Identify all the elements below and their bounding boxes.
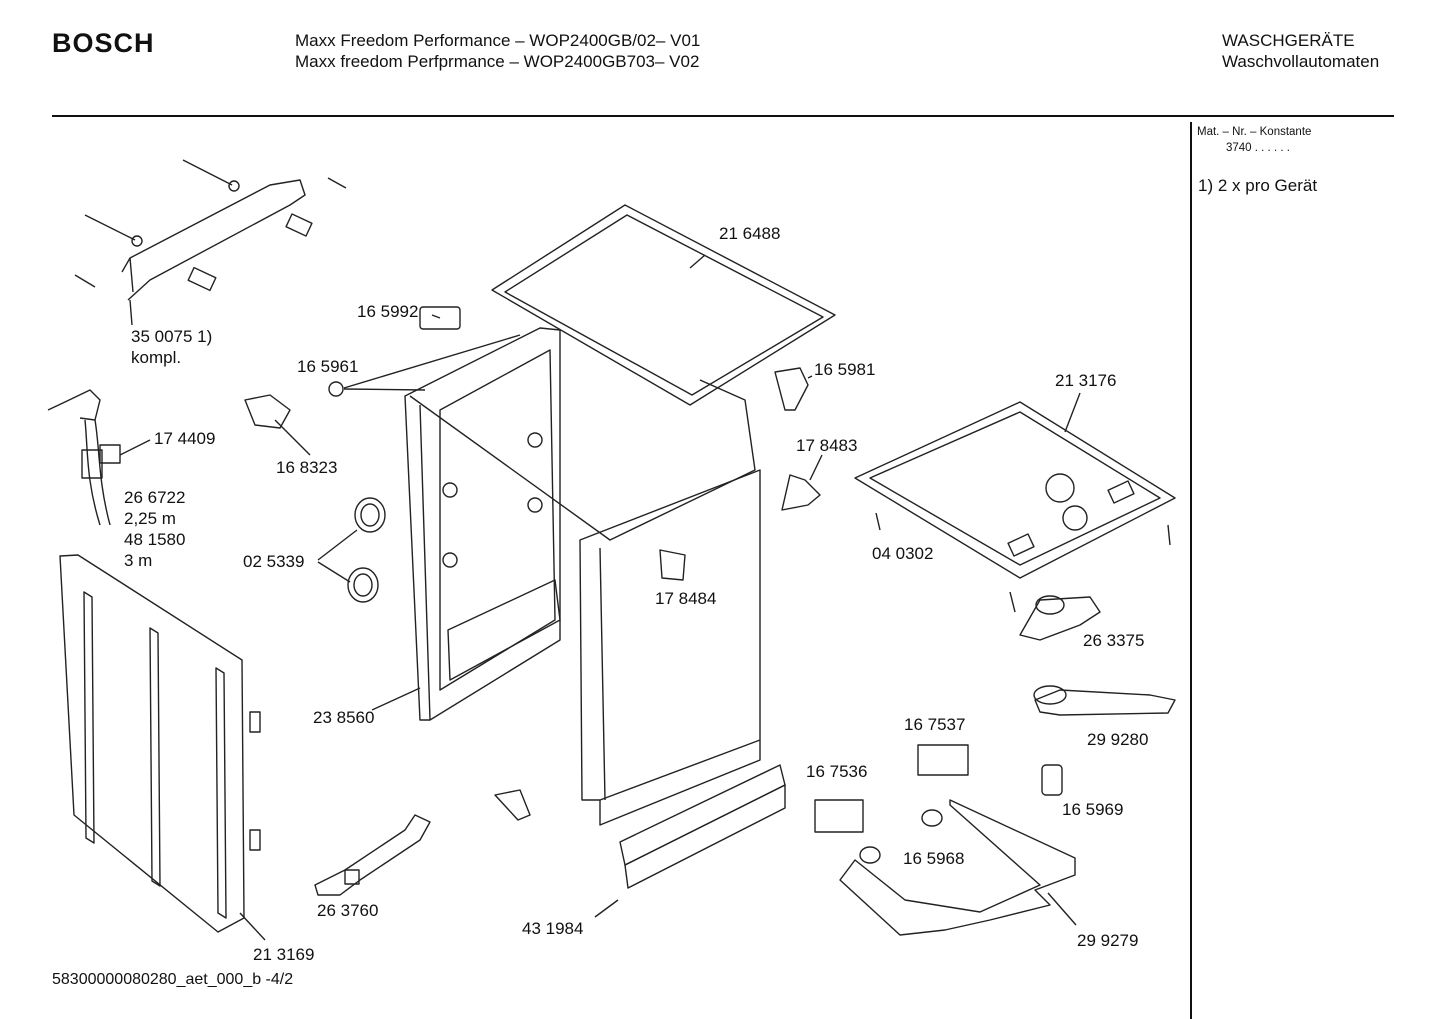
spanner-drawing: [314, 814, 431, 896]
part-165992-label: 16 5992: [357, 302, 419, 321]
model-title: Maxx Freedom Performance – WOP2400GB/02–…: [295, 30, 700, 72]
front-panel-drawing: [579, 469, 761, 826]
clip-drawing: [244, 394, 291, 429]
pump-bracket-drawing: [1019, 596, 1101, 641]
connector-drawing: [814, 799, 864, 833]
power-cable-drawing: [47, 389, 121, 526]
worktop-drawing: [491, 204, 836, 406]
footnote: 1) 2 x pro Gerät: [1198, 176, 1318, 195]
part-263760-label: 26 3760: [317, 901, 379, 920]
category-line1: WASCHGERÄTE: [1222, 31, 1355, 50]
part-299280-label: 29 9280: [1087, 730, 1149, 749]
grommet-drawing: [328, 381, 344, 397]
header-divider: [52, 115, 1394, 117]
mat-number-value: 3740 . . . . . .: [1226, 142, 1290, 154]
part-213176-label: 21 3176: [1055, 371, 1117, 390]
seal-lower-drawing: [347, 567, 379, 603]
document-id: 58300000080280_aet_000_b -4/2: [52, 971, 294, 988]
cabinet-frame-drawing: [404, 327, 756, 721]
sidebar-divider: [1190, 122, 1192, 1019]
foot-drawing: [774, 367, 809, 411]
part-481580-length: 3 m: [124, 551, 153, 570]
part-350075-label: 35 0075 1) kompl.: [131, 326, 212, 368]
handle-drawing: [419, 306, 461, 330]
model-title-line1: Maxx Freedom Performance – WOP2400GB/02–…: [295, 31, 701, 50]
part-213169-label: 21 3169: [253, 945, 315, 964]
hinge-upper-drawing: [781, 474, 821, 511]
side-panel-drawing: [59, 554, 261, 933]
mat-number-label: Mat. – Nr. – Konstante: [1197, 126, 1312, 138]
part-350075-note: kompl.: [131, 348, 182, 367]
cap-lower-drawing: [859, 846, 881, 864]
part-165961-label: 16 5961: [297, 357, 359, 376]
sump-hose-drawing: [1034, 689, 1176, 716]
category-line2: Waschvollautomaten: [1222, 52, 1380, 71]
switch-block-drawing: [917, 744, 969, 776]
part-040302-label: 04 0302: [872, 544, 934, 563]
model-title-line2: Maxx freedom Perfprmance – WOP2400GB703–…: [295, 52, 700, 71]
part-266722-length: 2,25 m: [124, 509, 176, 528]
part-025339-label: 02 5339: [243, 552, 305, 571]
part-174409-label: 17 4409: [154, 429, 216, 448]
part-167537-label: 16 7537: [904, 715, 966, 734]
part-299279-label: 29 9279: [1077, 931, 1139, 950]
part-238560-label: 23 8560: [313, 708, 375, 727]
part-216488-label: 21 6488: [719, 224, 781, 243]
seal-upper-drawing: [354, 497, 386, 533]
part-165969-label: 16 5969: [1062, 800, 1124, 819]
category: WASCHGERÄTE Waschvollautomaten: [1222, 30, 1379, 72]
part-165968-label: 16 5968: [903, 849, 965, 868]
part-168323-label: 16 8323: [276, 458, 338, 477]
base-frame-drawing: [854, 401, 1176, 579]
part-350075-number: 35 0075 1): [131, 327, 213, 346]
heating-element-drawing: [839, 799, 1076, 936]
rear-bracket-kit-drawing: [74, 159, 347, 301]
hinge-lower-drawing: [659, 549, 686, 581]
part-263375-label: 26 3375: [1083, 631, 1145, 650]
mounting-bracket-drawing: [494, 789, 531, 821]
part-431984-label: 43 1984: [522, 919, 584, 938]
part-167536-label: 16 7536: [806, 762, 868, 781]
sensor-drawing: [1041, 764, 1063, 796]
cap-upper-drawing: [921, 809, 943, 827]
part-cable-options-label: 26 6722 2,25 m 48 1580 3 m: [124, 487, 185, 571]
part-165981-label: 16 5981: [814, 360, 876, 379]
brand-logo: BOSCH: [52, 28, 155, 58]
part-178484-label: 17 8484: [655, 589, 717, 608]
part-178483-label: 17 8483: [796, 436, 858, 455]
part-481580-number: 48 1580: [124, 530, 186, 549]
part-266722-number: 26 6722: [124, 488, 186, 507]
